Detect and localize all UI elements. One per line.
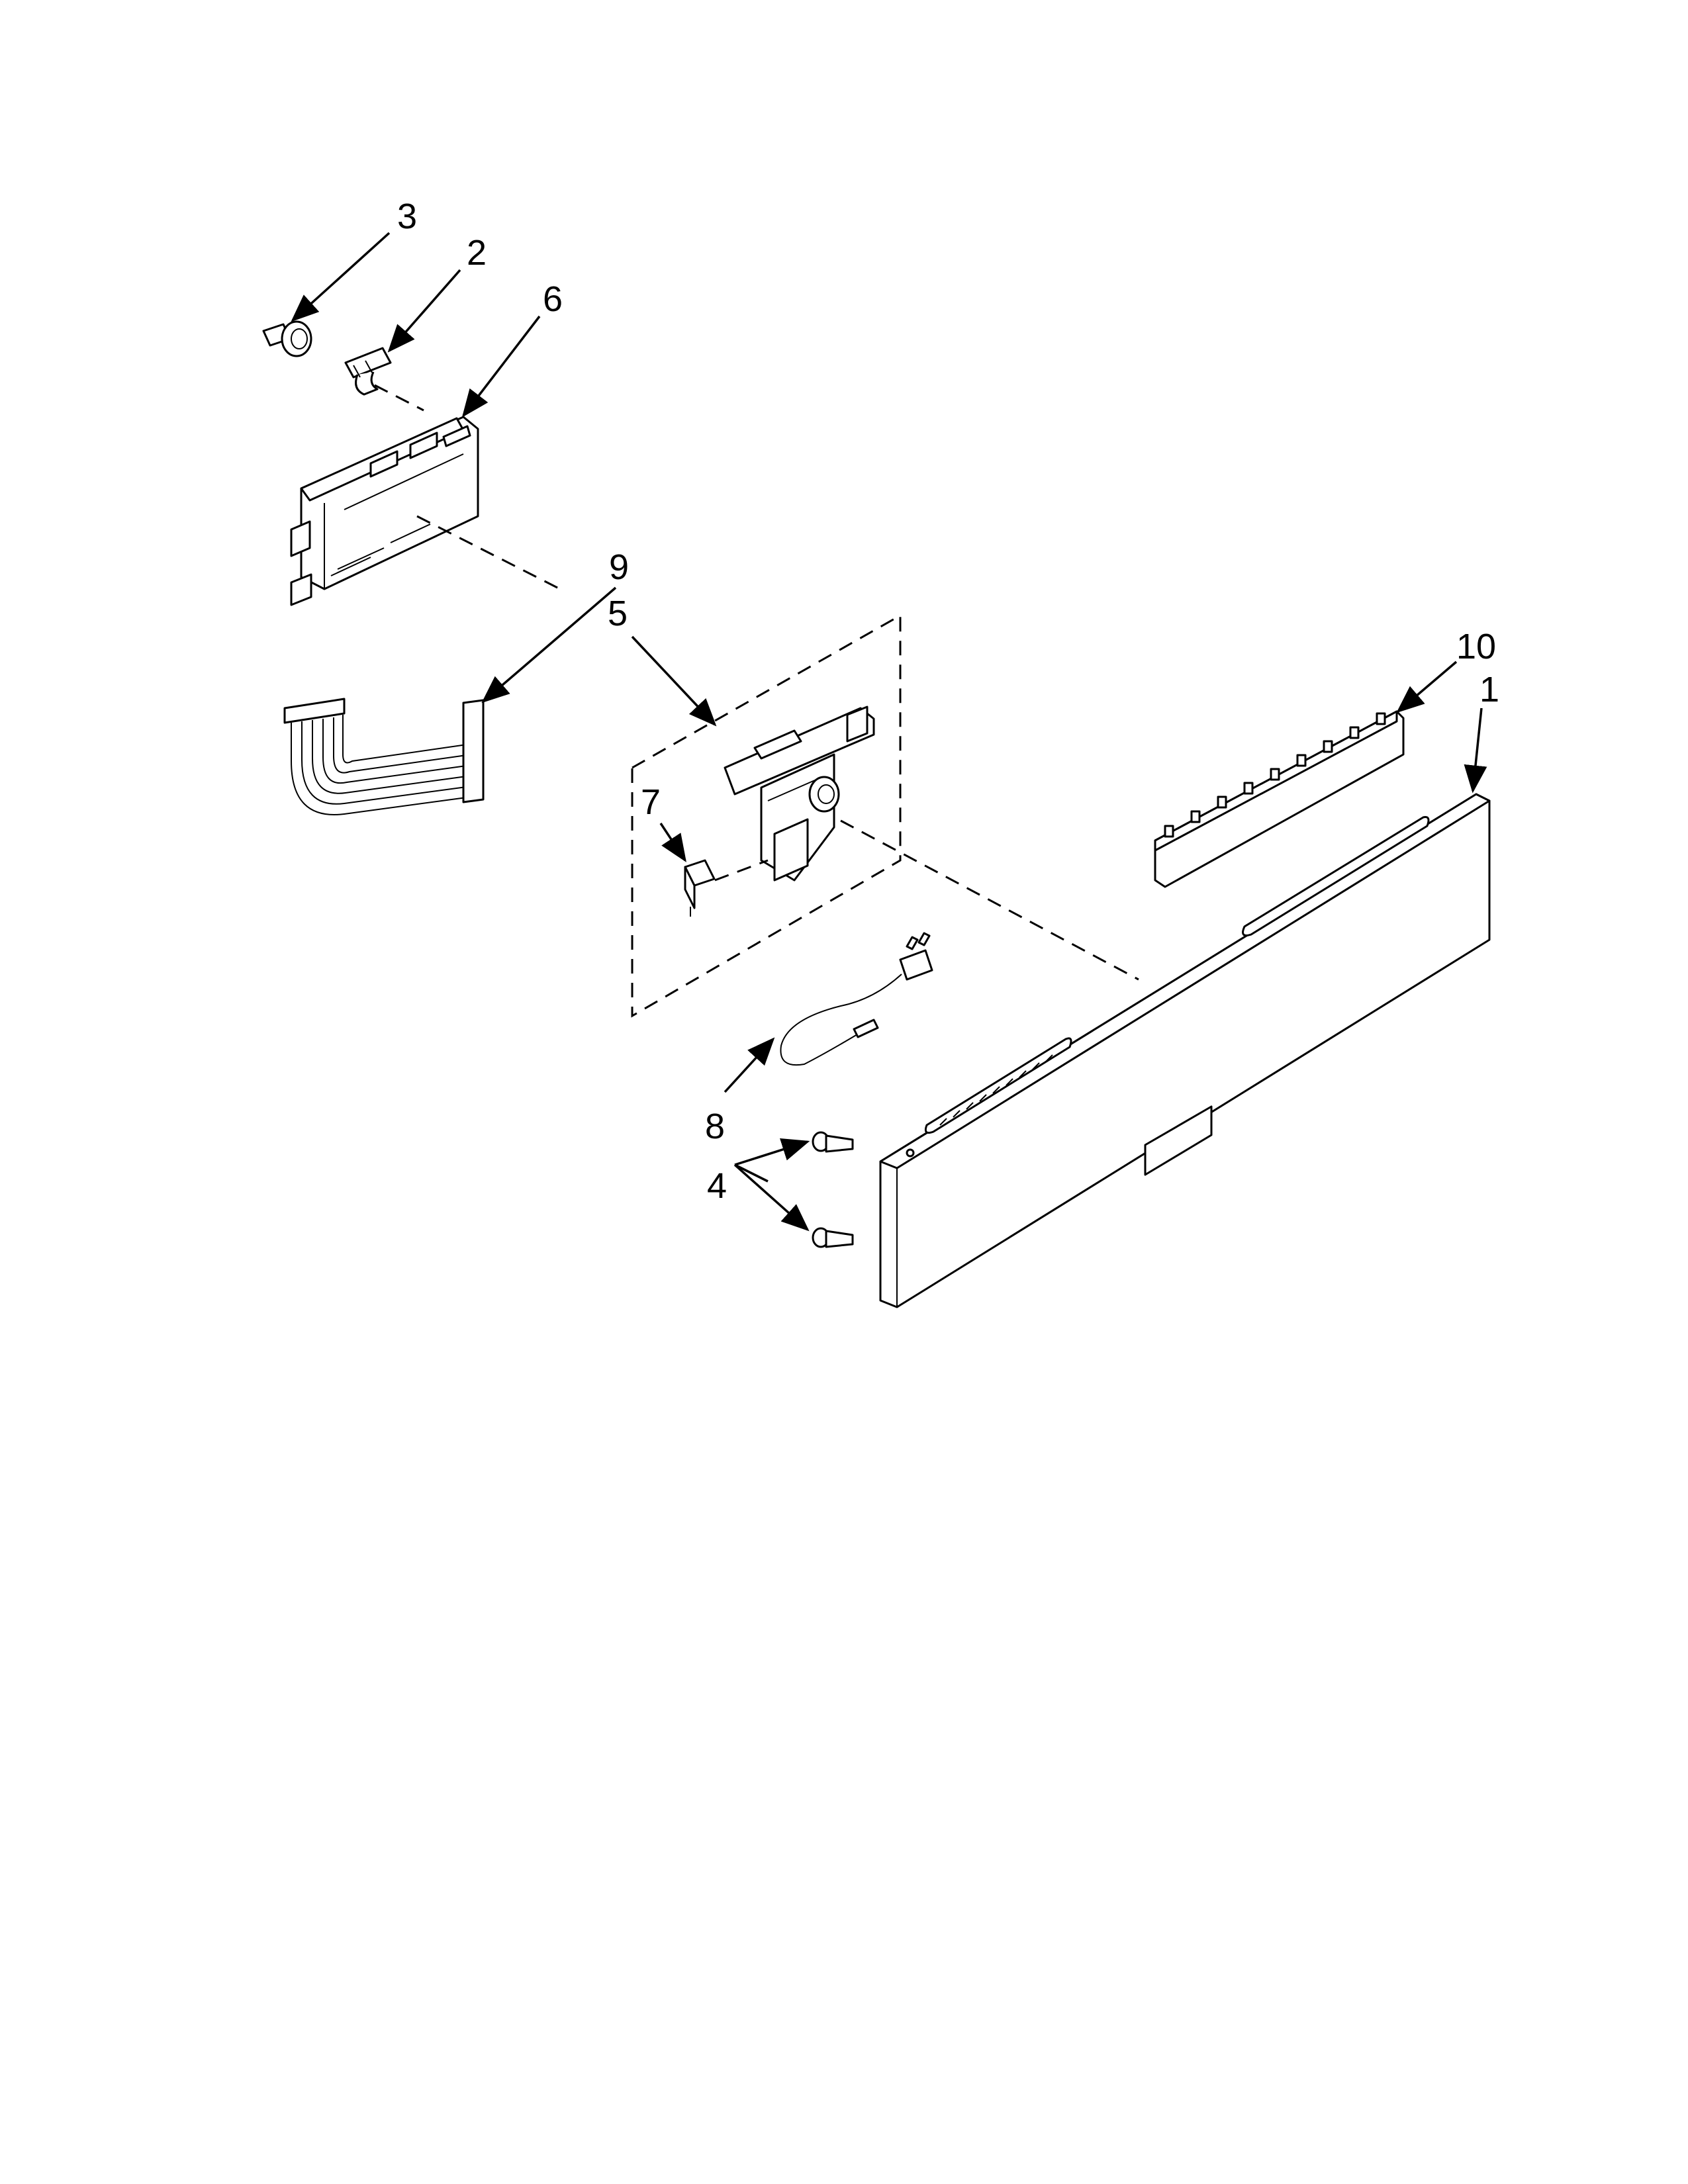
callout-3: 3 bbox=[397, 197, 417, 236]
callout-4: 4 bbox=[707, 1166, 727, 1206]
callout-labels: 3 2 6 9 5 7 10 1 8 4 bbox=[397, 197, 1499, 1206]
callout-1: 1 bbox=[1479, 670, 1499, 709]
panel-vent-slots bbox=[939, 1054, 1053, 1126]
callout-9: 9 bbox=[609, 547, 629, 587]
callout-5: 5 bbox=[608, 594, 628, 633]
part-2-clip bbox=[344, 347, 392, 396]
part-6-control-board bbox=[290, 416, 479, 606]
part-3-sensor bbox=[262, 320, 312, 357]
part-9-wire-harness bbox=[283, 698, 485, 815]
callout-7: 7 bbox=[641, 782, 661, 822]
callout-8: 8 bbox=[705, 1107, 725, 1146]
part-7-switch bbox=[684, 859, 716, 917]
callout-6: 6 bbox=[543, 279, 563, 319]
part-8-sensor-lead bbox=[780, 932, 933, 1066]
callout-2: 2 bbox=[467, 233, 487, 273]
ui-board-buttons bbox=[1164, 712, 1386, 838]
dash-line-board-to-panel bbox=[416, 515, 563, 592]
dash-line-switch-to-latch bbox=[714, 859, 769, 882]
leader-lines bbox=[291, 232, 1487, 1232]
part-4-screws bbox=[812, 1131, 854, 1248]
screw-lower bbox=[812, 1227, 854, 1248]
part-1-control-panel bbox=[879, 793, 1491, 1308]
assembly-group-outline bbox=[631, 614, 902, 1018]
dash-line-board-to-sensor bbox=[374, 384, 424, 412]
dash-line-latch-to-panel bbox=[840, 819, 1139, 981]
part-5-latch-assembly bbox=[724, 705, 875, 882]
screw-upper bbox=[812, 1131, 854, 1153]
callout-10: 10 bbox=[1456, 627, 1496, 666]
